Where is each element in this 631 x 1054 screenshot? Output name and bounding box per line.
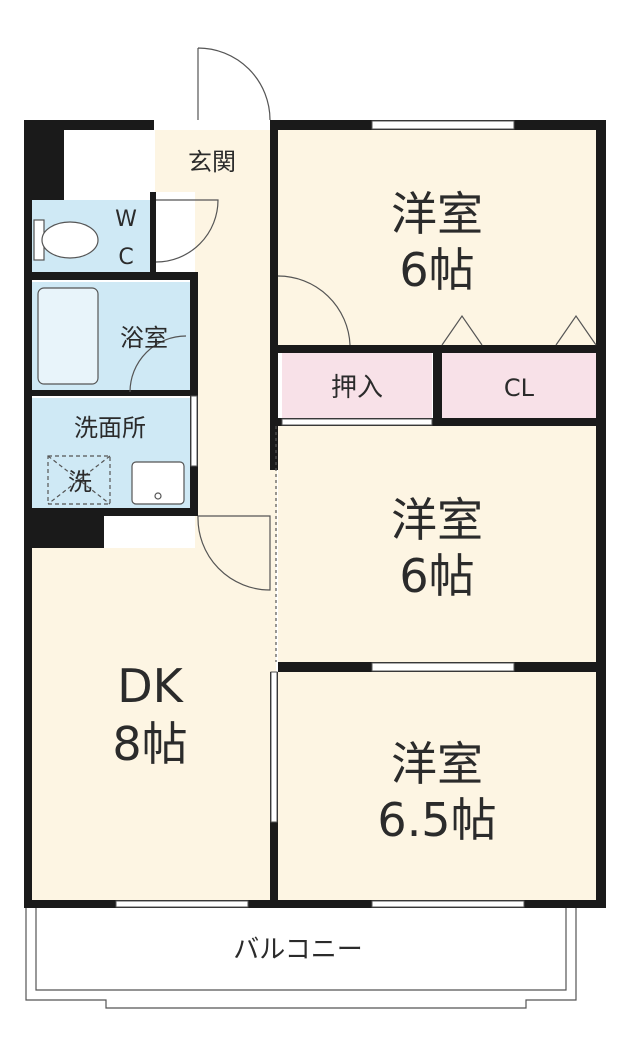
oshiire-label: 押入 [331,373,383,403]
western1-door [277,275,351,346]
balcony [25,908,577,1009]
genkan-label: 玄関 [188,148,236,176]
window-western1 [371,120,515,130]
toilet-icon [33,219,99,261]
western3-size: 6.5帖 [377,793,496,847]
wc-door [155,199,219,263]
western1-floor [278,130,596,348]
hallway-floor [195,130,277,550]
western3-floor [278,672,596,900]
closet-doors [441,314,597,346]
western2-size: 6帖 [399,549,474,603]
genkan-floor [155,130,275,192]
washroom-label: 洗面所 [74,414,146,442]
sliding-door-oshiire [281,418,433,426]
bathtub-icon [37,287,99,385]
wc-label-w: W [115,207,137,232]
bath-door [129,335,187,393]
dk-name: DK [117,659,184,713]
window-western3 [371,900,525,908]
wc-label-c: C [118,245,133,270]
dk-door [197,515,271,591]
balcony-label: バルコニー [233,935,362,965]
washer-label: 洗 [68,468,92,496]
dk-size: 8帖 [112,717,187,771]
oshiire-floor [282,352,432,418]
fixtures [33,219,185,505]
windows [115,120,525,908]
window-dk [115,900,249,908]
closet-floor [442,352,596,418]
western2-name: 洋室 [391,493,483,547]
floor-fills [32,130,596,900]
washer-area [47,455,111,505]
western1-name: 洋室 [391,187,483,241]
bath-label: 浴室 [120,324,168,352]
doors [129,47,597,662]
entrance-door [197,47,271,121]
dk-floor [32,548,276,900]
sliding-door-washroom [190,395,198,467]
sliding-door-dk [270,671,278,823]
window-western2 [371,662,515,672]
closet-label: CL [504,374,535,402]
western1-size: 6帖 [399,243,474,297]
western2-floor [278,424,596,664]
western3-name: 洋室 [391,737,483,791]
sink-icon [131,461,185,505]
